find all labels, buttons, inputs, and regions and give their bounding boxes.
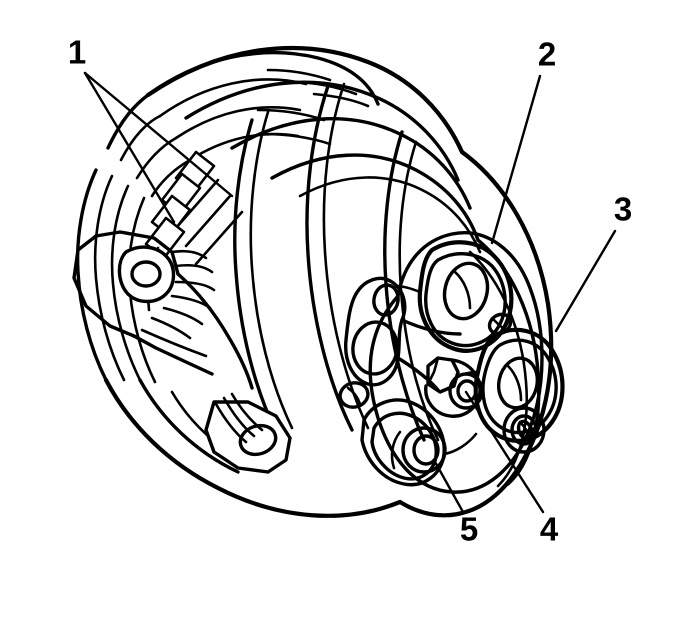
callout-leader-lines bbox=[83, 71, 617, 514]
lobe-lower-bore bbox=[351, 320, 399, 376]
head-small-left-boss bbox=[338, 381, 370, 409]
callout-label-5: 5 bbox=[460, 511, 478, 548]
callout-label-4: 4 bbox=[540, 511, 559, 548]
oil-plug-hex-fitting bbox=[424, 356, 484, 418]
small-boss-outer bbox=[502, 406, 546, 454]
callout-numbers: 1 2 3 4 5 bbox=[68, 34, 632, 548]
front-mounting-bracket bbox=[72, 230, 254, 390]
leader-2 bbox=[490, 74, 542, 245]
suction-port-bore bbox=[442, 261, 490, 321]
small-boss-mid bbox=[510, 414, 538, 446]
lug-outer-ring bbox=[401, 426, 447, 474]
rear-head-assembly bbox=[338, 149, 565, 518]
leader-3 bbox=[554, 229, 617, 333]
foot-bolt-hole bbox=[238, 423, 278, 457]
leader-5 bbox=[432, 458, 465, 514]
callout-label-2: 2 bbox=[538, 36, 556, 73]
compressor-cylinder-body bbox=[103, 45, 482, 518]
bracket-bolt-hole bbox=[130, 260, 162, 288]
leader-1b bbox=[83, 71, 176, 224]
lower-small-boss bbox=[502, 406, 546, 454]
leader-4 bbox=[464, 390, 545, 514]
lug-bolt-hole bbox=[412, 434, 440, 466]
leader-1a bbox=[83, 71, 234, 198]
small-left-boss bbox=[338, 381, 370, 409]
callout-label-1: 1 bbox=[68, 34, 86, 71]
callout-label-3: 3 bbox=[614, 191, 632, 228]
lobe-upper-bore bbox=[372, 283, 400, 317]
discharge-port-bore bbox=[497, 356, 539, 410]
plug-inner-bore bbox=[456, 379, 478, 403]
